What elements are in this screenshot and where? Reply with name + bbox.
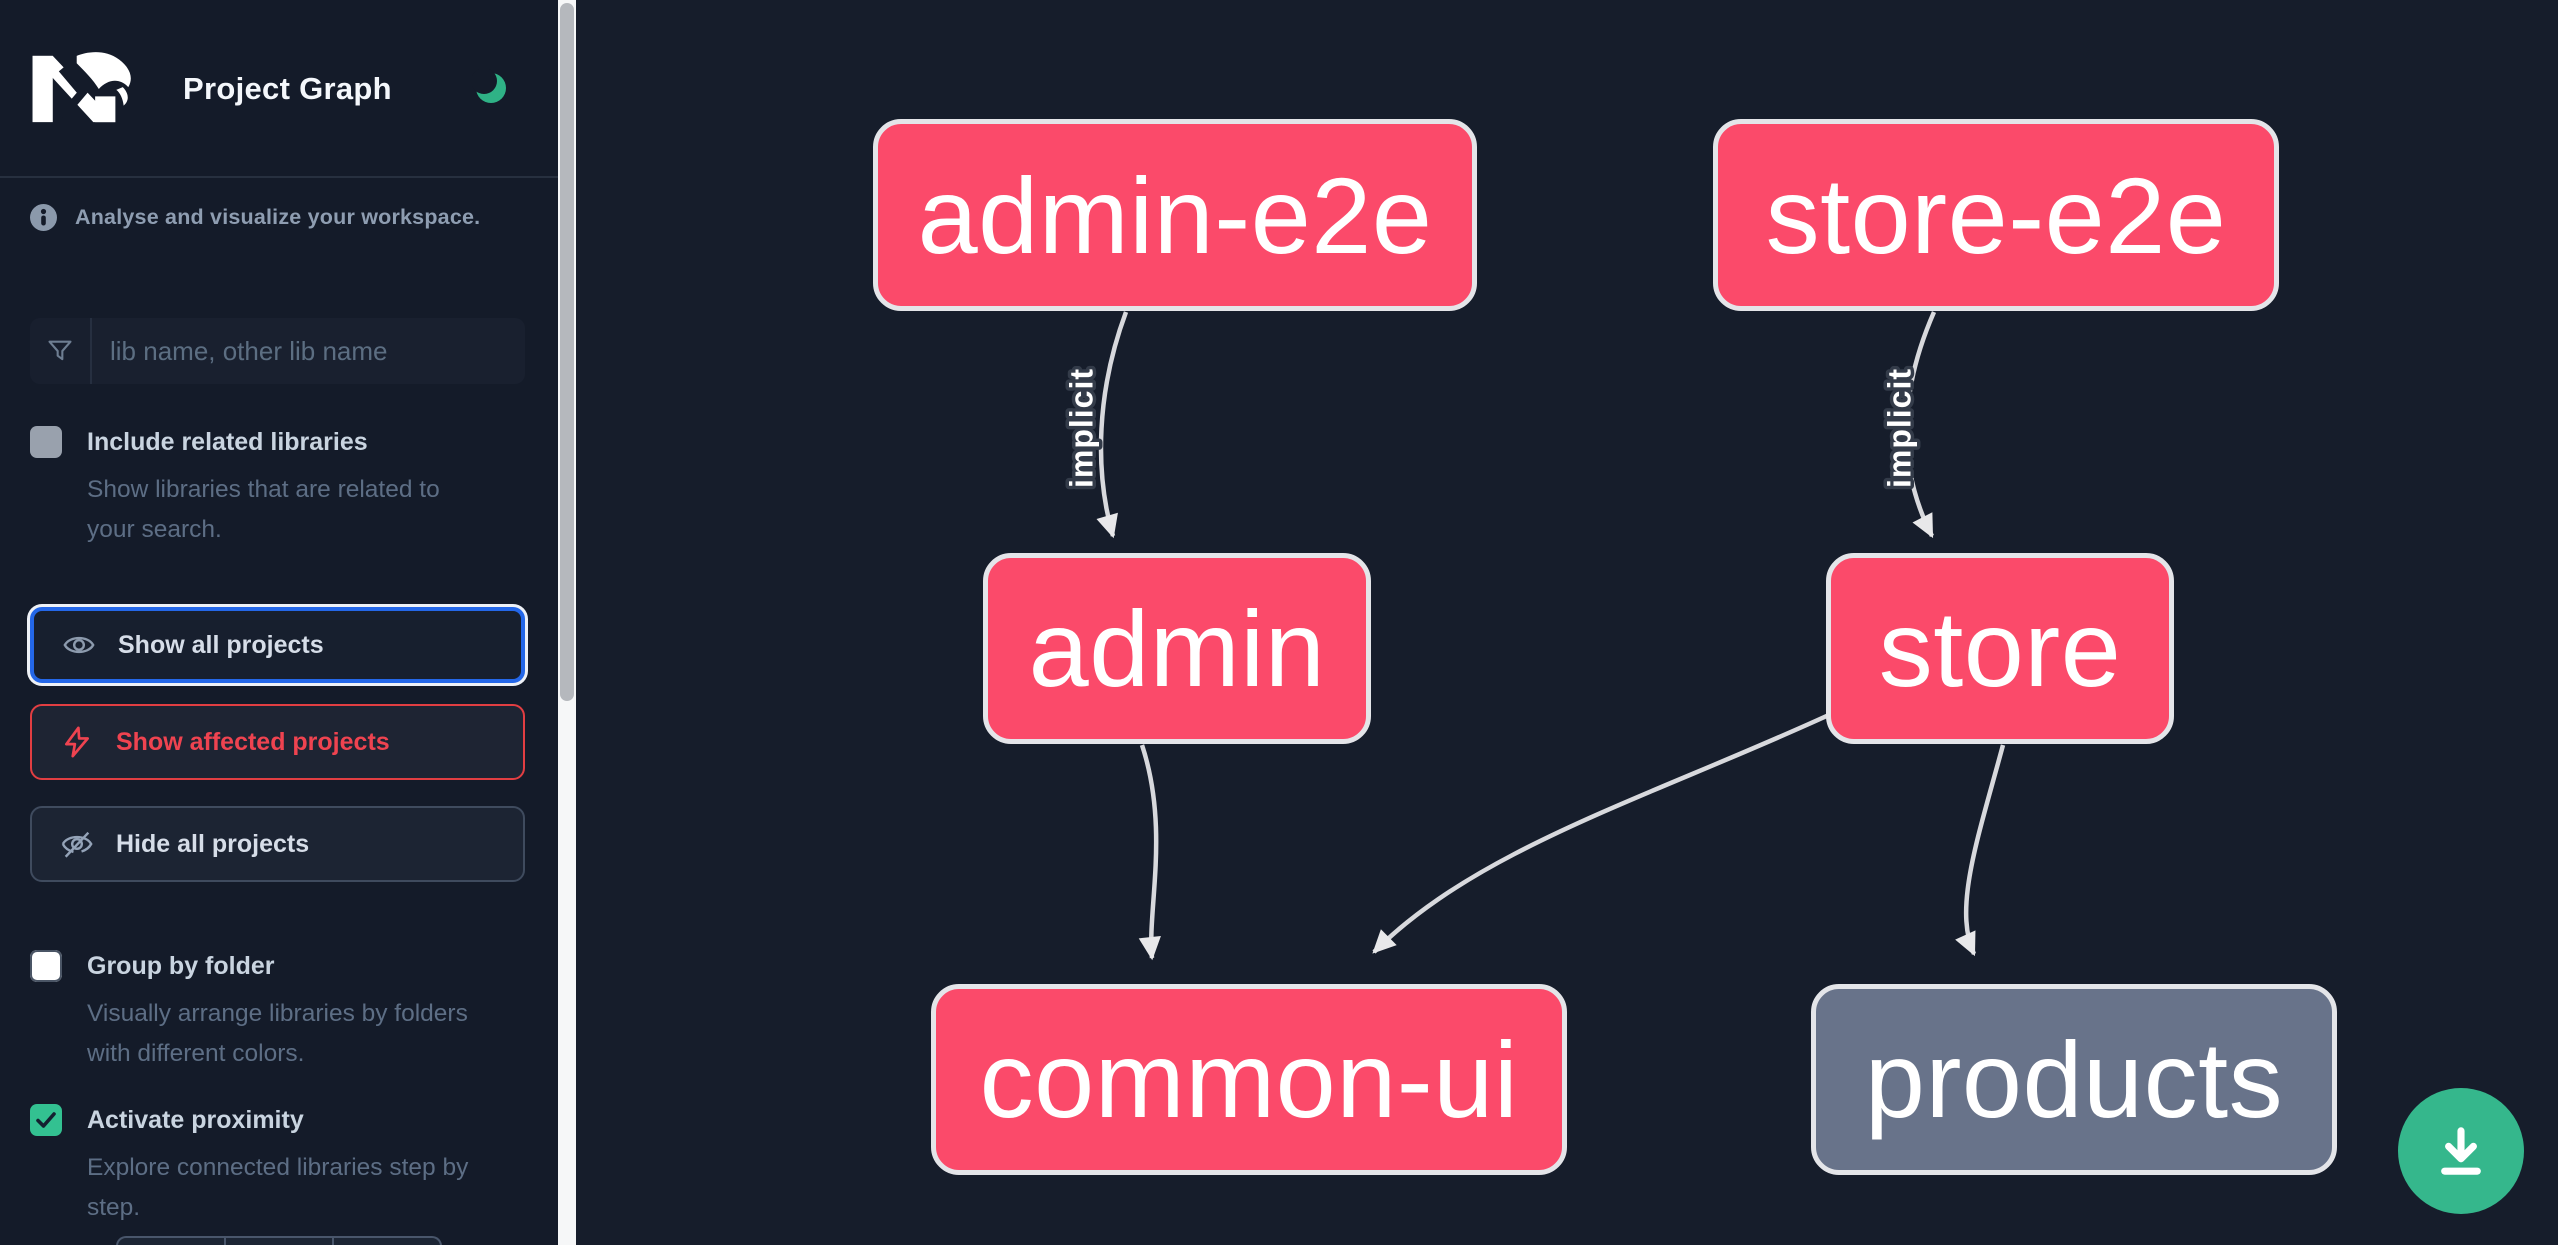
checkbox-description: Visually arrange libraries by folders wi… [87, 1000, 468, 1067]
download-icon [2441, 1127, 2481, 1175]
edge-store-e2e-to-store[interactable] [1904, 311, 1937, 539]
lightning-icon [65, 726, 89, 758]
node-store[interactable]: store [1826, 553, 2174, 744]
button-label: Show all projects [118, 630, 324, 659]
tagline-text: Analyse and visualize your workspace. [75, 205, 481, 229]
node-store-e2e[interactable]: store-e2e [1713, 119, 2279, 311]
checkbox-group-by-folder[interactable] [30, 950, 62, 982]
sidebar-scrollbar-thumb[interactable] [560, 3, 574, 701]
search-input[interactable] [92, 318, 525, 384]
node-common-ui[interactable]: common-ui [931, 984, 1567, 1175]
edge-label-implicit: implicit [1881, 368, 1917, 488]
sidebar-scrollbar-track[interactable] [558, 0, 576, 1245]
tagline-row: Analyse and visualize your workspace. [30, 204, 480, 231]
checkbox-include-related[interactable] [30, 426, 62, 458]
header-divider [0, 176, 558, 178]
node-admin-e2e[interactable]: admin-e2e [873, 119, 1477, 311]
button-label: Show affected projects [116, 727, 390, 756]
hide-all-projects-button[interactable]: Hide all projects [30, 806, 525, 882]
node-label: common-ui [979, 1019, 1519, 1140]
check-icon [36, 1112, 56, 1128]
node-label: store-e2e [1765, 154, 2227, 276]
node-label: admin [1028, 588, 1326, 709]
edge-admin-to-common-ui[interactable] [1138, 744, 1161, 961]
edge-admin-e2e-to-admin[interactable] [1096, 311, 1129, 539]
funnel-icon [30, 318, 92, 384]
search-box [30, 318, 525, 384]
node-label: products [1864, 1019, 2284, 1140]
edge-store-to-products[interactable] [1955, 744, 2006, 957]
checkbox-activate-proximity[interactable] [30, 1104, 62, 1136]
node-admin[interactable]: admin [983, 553, 1371, 744]
moon-icon[interactable] [472, 69, 510, 107]
edge-store-to-common-ui[interactable] [1372, 711, 1832, 954]
button-label: Hide all projects [116, 829, 310, 858]
checkbox-label: Include related libraries [87, 428, 368, 456]
info-icon [30, 204, 57, 231]
node-products[interactable]: products [1811, 984, 2337, 1175]
download-graph-button[interactable] [2398, 1088, 2524, 1214]
node-label: store [1878, 588, 2122, 709]
eye-icon [63, 636, 95, 654]
checkbox-label: Group by folder [87, 952, 275, 980]
eye-off-icon [61, 831, 93, 858]
page-title: Project Graph [183, 71, 392, 106]
show-all-projects-button[interactable]: Show all projects [30, 607, 525, 683]
checkbox-label: Activate proximity [87, 1106, 304, 1134]
checkbox-description: Show libraries that are related to your … [87, 476, 440, 543]
edge-label-implicit: implicit [1063, 368, 1099, 488]
show-affected-projects-button[interactable]: Show affected projects [30, 704, 525, 780]
node-label: admin-e2e [917, 154, 1433, 276]
nx-logo [32, 52, 131, 123]
sidebar: Project Graph Analyse and visualize your… [0, 0, 558, 1245]
checkbox-description: Explore connected libraries step by step… [87, 1154, 469, 1221]
proximity-depth-control[interactable] [116, 1236, 442, 1245]
